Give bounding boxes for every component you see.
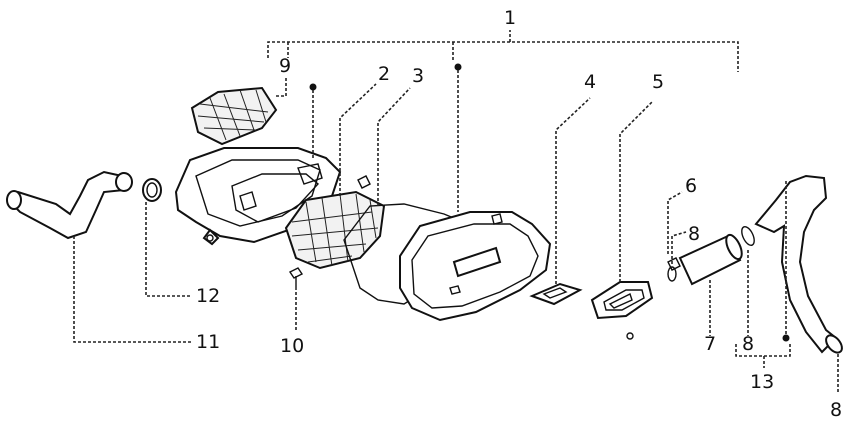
- part-10-screw: [288, 267, 304, 290]
- airbox-cover: [399, 211, 552, 322]
- part-9-filter-pad: [190, 86, 278, 146]
- callout-3: 3: [412, 65, 424, 87]
- callout-1: 1: [504, 7, 516, 29]
- leader-5: [619, 101, 653, 282]
- callout-6: 6: [685, 175, 697, 197]
- marker-dot-cover: [454, 63, 462, 71]
- part-5-valve-plate: [590, 281, 654, 340]
- callout-11: 11: [196, 331, 220, 353]
- part-2-filter-element: [284, 190, 386, 270]
- callout-2: 2: [378, 63, 390, 85]
- part-11-bent-tube: [6, 170, 133, 240]
- leader-9: [276, 78, 287, 97]
- callout-4: 4: [584, 71, 596, 93]
- leader-3: [377, 87, 411, 206]
- callout-5: 5: [652, 71, 664, 93]
- leader-12: [145, 202, 192, 297]
- callout-8c: 8: [830, 399, 842, 421]
- leader-4: [555, 97, 591, 284]
- callout-12: 12: [196, 285, 220, 307]
- callout-9: 9: [279, 55, 291, 77]
- callout-7: 7: [704, 333, 716, 355]
- leader-6: [667, 191, 683, 254]
- leader-8a: [671, 231, 687, 264]
- small-screw-top: [357, 175, 371, 189]
- part-8-clamp-b: [741, 225, 755, 247]
- marker-dot-hose: [782, 334, 790, 342]
- callout-8b: 8: [742, 333, 754, 355]
- part-4-pad: [529, 282, 583, 306]
- part-7-short-pipe: [678, 233, 743, 286]
- group-1-bracket: [267, 30, 739, 72]
- callout-8a: 8: [688, 223, 700, 245]
- curved-hose-right: [754, 174, 843, 354]
- marker-dot-2: [309, 83, 317, 91]
- part-8-clamp-a: [667, 266, 677, 282]
- part-12-ring: [142, 178, 162, 202]
- leader-2: [339, 83, 377, 196]
- group-13-bracket: [735, 344, 791, 357]
- callout-10: 10: [280, 335, 304, 357]
- leader-11: [73, 236, 192, 343]
- callout-13: 13: [750, 371, 774, 393]
